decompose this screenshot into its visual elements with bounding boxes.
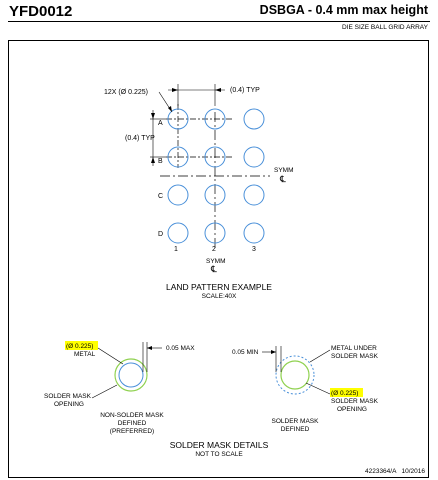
symm-bottom-centerline-icon: ℄ bbox=[210, 264, 217, 274]
pad-c2 bbox=[204, 184, 226, 206]
dim-x-arrow-right bbox=[215, 88, 221, 92]
package-title: DSBGA - 0.4 mm max height bbox=[259, 3, 428, 17]
symm-right-centerline-icon: ℄ bbox=[279, 174, 286, 184]
col-label-3: 3 bbox=[252, 246, 256, 253]
nsmd-metal-label: METAL bbox=[74, 351, 96, 358]
pad-d3 bbox=[243, 222, 265, 244]
smd-metal-under-mask bbox=[275, 355, 315, 395]
smd-opening-dim-highlight bbox=[330, 388, 363, 397]
nsmd-opening-leader bbox=[91, 384, 118, 399]
smd-mask-opening bbox=[280, 360, 310, 390]
smd-caption-2: DEFINED bbox=[281, 426, 310, 433]
nsmd-detail: (Ø 0.225) METAL 0.05 MAX SOLDER MASK OPE… bbox=[44, 341, 195, 435]
pad-d2 bbox=[204, 222, 226, 244]
pad-b3 bbox=[243, 146, 265, 168]
ball-callout-arrow bbox=[168, 106, 172, 112]
land-pattern: (0.4) TYP 12X (Ø 0.225) (0.4) TYP A B C … bbox=[104, 84, 294, 300]
nsmd-metal-leader bbox=[97, 347, 124, 365]
pad-c1 bbox=[167, 184, 189, 206]
smd-metal-under-leader bbox=[309, 349, 331, 363]
symm-bottom-label: SYMM bbox=[206, 258, 226, 265]
smd-metal-under-label-1: METAL UNDER bbox=[331, 345, 377, 352]
land-pattern-scale: SCALE:40X bbox=[202, 293, 237, 300]
pad-a2 bbox=[204, 108, 226, 130]
solder-mask-title: SOLDER MASK DETAILS bbox=[170, 440, 269, 450]
col-label-1: 1 bbox=[174, 246, 178, 253]
dim-y-label: (0.4) TYP bbox=[125, 135, 155, 142]
smd-caption-1: SOLDER MASK bbox=[272, 418, 320, 425]
pad-a3 bbox=[243, 108, 265, 130]
drawing-frame bbox=[8, 40, 429, 478]
row-label-b: B bbox=[158, 158, 163, 165]
smd-metal-under-label-2: SOLDER MASK bbox=[331, 353, 379, 360]
smd-opening-dim: (Ø 0.225) bbox=[331, 390, 358, 397]
solder-mask-scale: NOT TO SCALE bbox=[195, 451, 243, 458]
dim-y-arrow-top bbox=[151, 113, 155, 119]
nsmd-caption-3: (PREFERRED) bbox=[110, 428, 154, 435]
pad-b1 bbox=[167, 146, 189, 168]
nsmd-caption-2: DEFINED bbox=[118, 420, 147, 427]
dim-x-label: (0.4) TYP bbox=[230, 87, 260, 94]
nsmd-caption-1: NON-SOLDER MASK bbox=[100, 412, 164, 419]
part-number: YFD0012 bbox=[9, 3, 73, 20]
pad-b2 bbox=[204, 146, 226, 168]
nsmd-opening-label-1: SOLDER MASK bbox=[44, 393, 92, 400]
col-label-2: 2 bbox=[212, 246, 216, 253]
nsmd-opening-label-2: OPENING bbox=[54, 401, 84, 408]
row-label-c: C bbox=[158, 193, 163, 200]
nsmd-mask-opening bbox=[114, 358, 148, 392]
smd-gap-label: 0.05 MIN bbox=[232, 349, 259, 356]
nsmd-metal-dim-highlight bbox=[65, 341, 98, 350]
dim-y-arrow-bottom bbox=[151, 157, 155, 163]
smd-gap-arrow bbox=[271, 350, 276, 354]
nsmd-gap-label: 0.05 MAX bbox=[166, 345, 195, 352]
smd-opening-leader bbox=[305, 382, 331, 395]
smd-detail: 0.05 MIN METAL UNDER SOLDER MASK (Ø 0.22… bbox=[232, 345, 379, 433]
nsmd-metal-dim: (Ø 0.225) bbox=[66, 343, 93, 350]
ball-callout: 12X (Ø 0.225) bbox=[104, 89, 148, 96]
pad-a1 bbox=[167, 108, 189, 130]
symm-right-label: SYMM bbox=[274, 167, 294, 174]
row-label-a: A bbox=[158, 120, 163, 127]
pad-d1 bbox=[167, 222, 189, 244]
header-rule bbox=[8, 21, 430, 22]
nsmd-metal-pad bbox=[118, 362, 144, 388]
dim-x-arrow-left bbox=[172, 88, 178, 92]
smd-opening-label-1: SOLDER MASK bbox=[331, 398, 379, 405]
drawing-id: 4223364/A 10/2016 bbox=[365, 468, 425, 475]
row-label-d: D bbox=[158, 231, 163, 238]
package-subtitle: DIE SIZE BALL GRID ARRAY bbox=[342, 24, 428, 31]
pad-c3 bbox=[243, 184, 265, 206]
nsmd-gap-arrow bbox=[147, 346, 152, 350]
smd-opening-label-2: OPENING bbox=[337, 406, 367, 413]
land-pattern-title: LAND PATTERN EXAMPLE bbox=[166, 282, 272, 292]
